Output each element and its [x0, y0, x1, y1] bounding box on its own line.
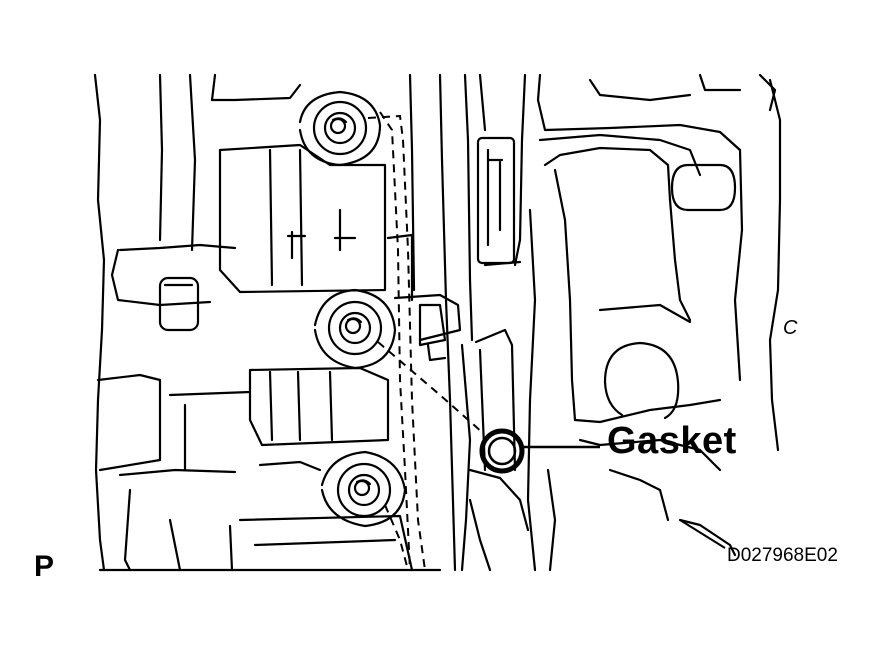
bracket: [386, 233, 462, 362]
left-housing-outline: [93, 73, 442, 572]
oval-boss: [670, 163, 737, 212]
pocket-panels: [168, 143, 414, 572]
right-housing: [468, 73, 782, 572]
gasket-label: Gasket: [607, 420, 737, 462]
dashed-guides: [367, 111, 484, 571]
gasket-ring: [479, 428, 525, 474]
slot-features: [474, 136, 517, 472]
figure-code: D027968E02: [727, 545, 838, 566]
bolt-upper: [298, 90, 382, 167]
left-lug: [158, 276, 200, 332]
side-letter-c: C: [783, 317, 798, 339]
central-web: [408, 73, 537, 572]
figure-code-leader-line: [679, 519, 726, 549]
bolt-lower: [320, 450, 407, 528]
corner-label-p: P: [34, 550, 55, 583]
bolt-middle: [313, 288, 397, 370]
round-opening: [603, 341, 680, 420]
